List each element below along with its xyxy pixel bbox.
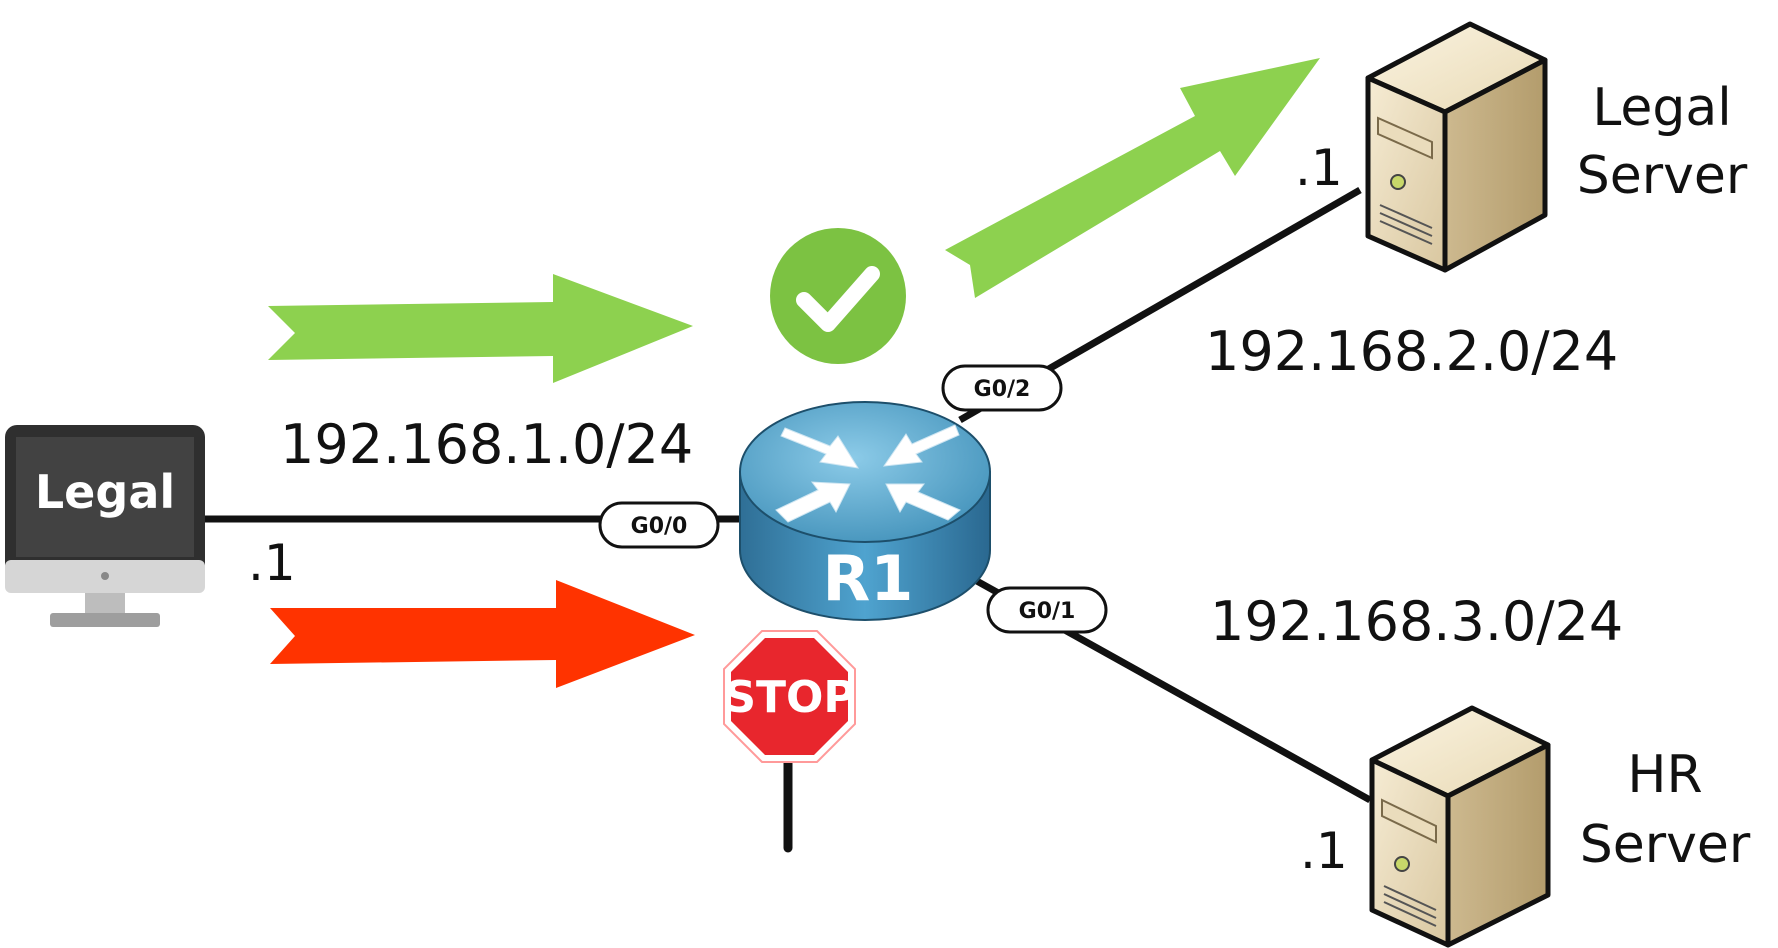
server-vent-1 [1383,885,1437,911]
server-drive-bay [1381,798,1437,844]
pc-stand [50,613,160,627]
router-label: R1 [823,542,914,615]
stop-sign-text: STOP [724,672,855,723]
port-badge-g0-2: G0/2 [941,364,1063,412]
port-label-g0-0: G0/0 [631,514,688,539]
server-vent-3 [1379,220,1433,245]
router-top [739,401,991,543]
server-front [1365,75,1448,273]
router-r1[interactable]: R1 [739,401,991,621]
hr-server[interactable] [1369,705,1551,948]
deny-arrow [270,580,695,688]
hr-server-label-line2: Server [1580,815,1751,875]
stop-sign-icon: STOP [723,630,856,853]
pc-label: Legal [35,465,175,519]
server-vent-1 [1379,204,1433,229]
legal-server-host-id: .1 [1295,139,1343,197]
network-label-top-right: 192.168.2.0/24 [1205,320,1618,383]
legal-server[interactable] [1365,21,1548,273]
legal-server-label-line1: Legal [1592,78,1731,138]
legal-pc[interactable]: Legal [5,425,205,627]
port-badge-g0-1: G0/1 [986,586,1108,634]
server-vent-2 [1379,212,1433,237]
server-power-led [1390,174,1406,190]
hr-server-host-id: .1 [1300,822,1348,880]
legal-server-label-line2: Server [1577,146,1748,206]
port-badge-g0-0: G0/0 [598,501,720,549]
server-side [1442,57,1548,273]
check-circle-icon [770,228,906,364]
server-power-led [1394,856,1410,872]
allow-arrow-right [945,58,1320,298]
server-vent-3 [1383,901,1437,927]
server-side [1445,742,1551,948]
server-drive-bay [1377,116,1433,160]
pc-host-id: .1 [248,534,296,592]
hr-server-label-line1: HR [1627,745,1702,805]
server-vent-2 [1383,893,1437,919]
port-label-g0-1: G0/1 [1019,599,1076,624]
network-label-left: 192.168.1.0/24 [280,413,693,476]
pc-neck [85,593,125,615]
router-arrows-icon [775,424,961,523]
allow-arrow-left [268,274,693,383]
network-label-bottom-right: 192.168.3.0/24 [1210,590,1623,653]
port-label-g0-2: G0/2 [974,377,1031,402]
pc-screen [16,437,194,557]
pc-power-dot [101,572,109,580]
